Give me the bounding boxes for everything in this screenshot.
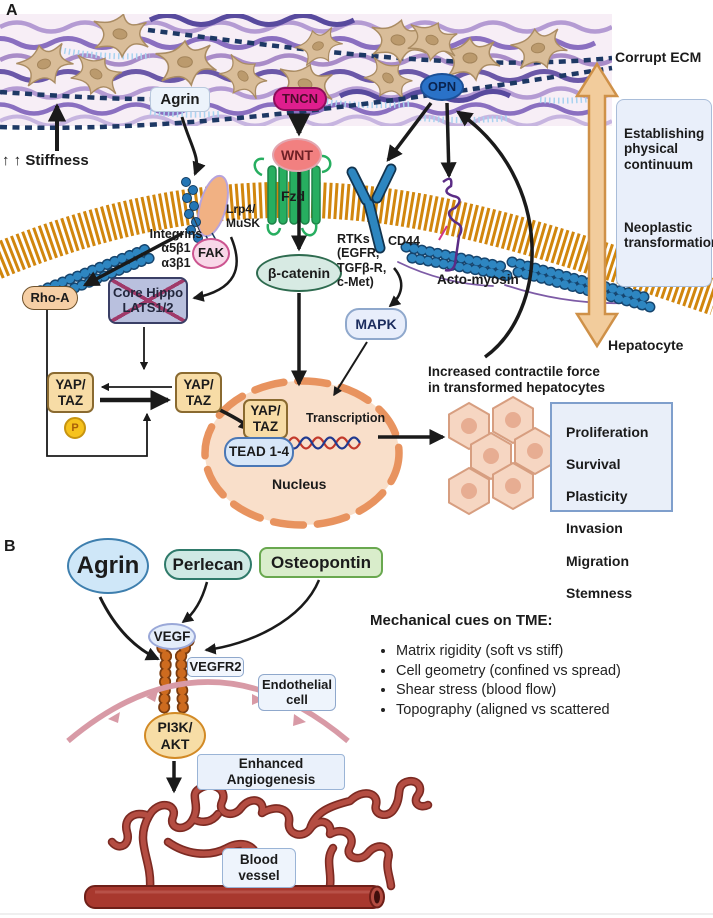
neoplastic-label: Neoplastic transformation (624, 219, 713, 251)
fzd-receptor (253, 154, 332, 237)
cd44-receptor (438, 177, 463, 272)
enhanced-angiogenesis-label: Enhanced Angiogenesis (197, 754, 345, 790)
stiffness-label: ↑ ↑ Stiffness (2, 152, 89, 169)
yap-taz-cytoplasm-p: YAP/ TAZ (47, 372, 94, 413)
outcome-item: Survival (566, 456, 621, 473)
outcome-item: Stemness (566, 584, 633, 601)
blood-vessel-label: Blood vessel (222, 848, 296, 888)
yap-taz-nuclear: YAP/ TAZ (243, 399, 288, 439)
beta-catenin-node: β-catenin (256, 254, 342, 292)
continuum-infobox: Establishing physical continuum Neoplast… (616, 99, 713, 287)
nucleus-label: Nucleus (272, 476, 327, 492)
cue-item: Cell geometry (confined vs spread) (396, 662, 646, 681)
hepatocyte-cluster (448, 396, 556, 515)
cd44-label: CD44 (388, 234, 420, 248)
panel-b-label: B (4, 538, 16, 555)
lrp4-musk-label: Lrp4/ MuSK (226, 202, 260, 230)
integrin-lrp4-musk-receptor (181, 174, 229, 260)
mapk-node: MAPK (345, 308, 407, 340)
corrupt-ecm-label: Corrupt ECM (615, 49, 702, 65)
perlecan-node: Perlecan (164, 549, 252, 580)
mechanical-cues-list: Matrix rigidity (soft vs stiff) Cell geo… (372, 642, 646, 720)
continuum-double-arrow (574, 61, 620, 349)
page-edge-line (0, 913, 713, 915)
fak-node: FAK (192, 238, 230, 269)
vegf-node: VEGF (148, 623, 196, 650)
rho-a-node: Rho-A (22, 286, 78, 310)
vegfr2-label: VEGFR2 (187, 657, 244, 677)
transcription-label: Transcription (306, 411, 386, 425)
rtks-label: RTKs (EGFR, TGFβ-R, c-Met) (337, 232, 387, 290)
phospho-badge: P (64, 417, 86, 439)
establishing-label: Establishing physical continuum (624, 125, 705, 172)
mechanical-cues-title: Mechanical cues on TME: (370, 612, 553, 629)
tncn-node: TNCN (273, 87, 327, 111)
vegfr2-receptor (153, 634, 195, 718)
agrin-b-node: Agrin (67, 538, 149, 594)
hepatocyte-label: Hepatocyte (608, 337, 684, 353)
cue-item: Matrix rigidity (soft vs stiff) (396, 642, 646, 661)
increased-force-label: Increased contractile force in transform… (428, 364, 606, 395)
outcome-item: Plasticity (566, 488, 628, 505)
yap-taz-active: YAP/ TAZ (175, 372, 222, 413)
panel-b-arrows (98, 579, 321, 794)
outcomes-box: Proliferation Survival Plasticity Invasi… (550, 402, 673, 601)
panel-a-arrows (46, 101, 534, 457)
outcome-item: Proliferation (566, 423, 649, 440)
cue-item: Topography (aligned vs scattered (396, 701, 646, 720)
hepatocyte-membrane (0, 181, 713, 316)
dna-helix (287, 436, 361, 450)
tead-node: TEAD 1-4 (224, 437, 294, 467)
acto-myosin-label: Acto-myosin (437, 272, 519, 287)
panel-a-label: A (6, 2, 18, 19)
fzd-label: Fzd (281, 188, 306, 204)
opn-node: OPN (420, 73, 464, 101)
wnt-node: WNT (272, 138, 322, 172)
endothelial-cell-label: Endothelial cell (258, 674, 336, 711)
core-hippo-node: Core Hippo LATS1/2 (108, 277, 188, 324)
rtk-receptor (346, 163, 397, 254)
outcome-item: Invasion (566, 520, 623, 537)
main-blood-vessel (84, 885, 385, 909)
agrin-node: Agrin (150, 87, 210, 112)
osteopontin-node: Osteopontin (259, 547, 383, 578)
endothelial-membrane (66, 679, 350, 744)
pi3k-akt-node: PI3K/ AKT (144, 712, 206, 759)
cue-item: Shear stress (blood flow) (396, 681, 646, 700)
integrins-label: Integrins α5β1 α3β1 (149, 227, 203, 270)
outcome-item: Migration (566, 552, 629, 569)
